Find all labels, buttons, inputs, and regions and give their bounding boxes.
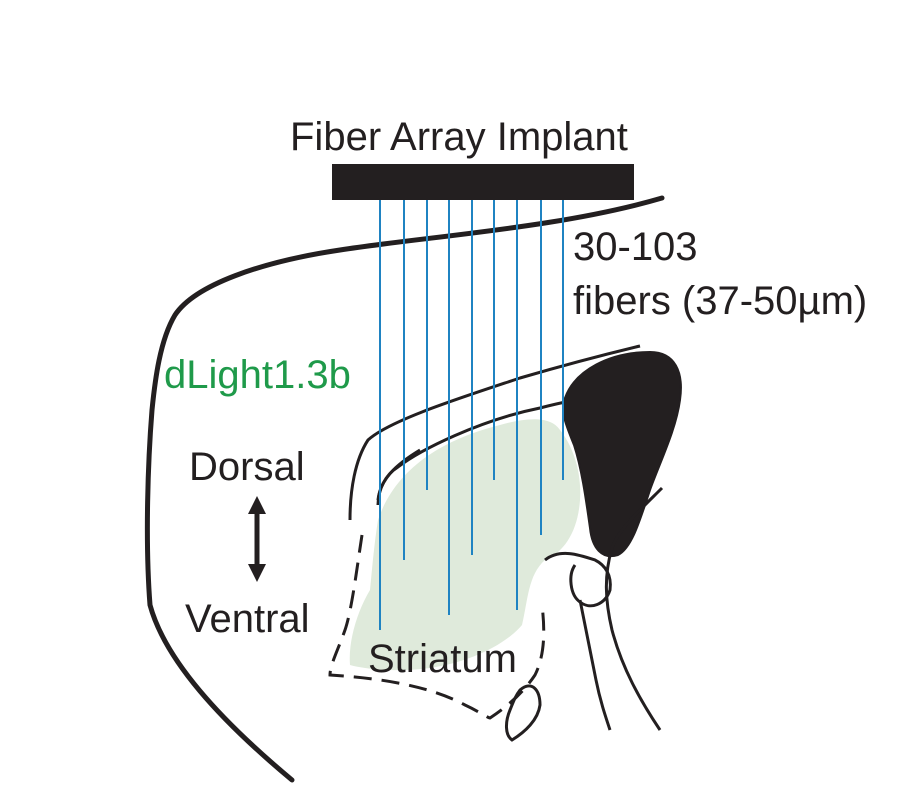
indicator-label: dLight1.3b [164, 353, 351, 397]
striatum-medial-boundary [376, 448, 421, 501]
striatum-label: Striatum [368, 637, 517, 681]
optical-fibers [379, 200, 564, 630]
striatum-ventral-boundary [328, 534, 546, 720]
medial-contour-left [578, 599, 612, 731]
double-arrow-vertical-icon [248, 496, 266, 582]
implant-label: Fiber Array Implant [290, 115, 628, 159]
dorsal-label: Dorsal [189, 445, 305, 489]
fiber-count-label: 30-103 [573, 225, 698, 269]
fiber-size-label: fibers (37-50µm) [573, 279, 867, 323]
cortex-outline [144, 195, 665, 783]
corpus-callosum-upper [348, 344, 641, 521]
ventral-label: Ventral [185, 597, 310, 641]
fiber-array-implant [332, 164, 634, 200]
anterior-commissure [505, 684, 542, 742]
medial-contour-right [604, 486, 664, 731]
dlight-expression-region [349, 419, 581, 671]
lateral-ventricle [562, 350, 682, 558]
septum-outline [544, 551, 612, 608]
